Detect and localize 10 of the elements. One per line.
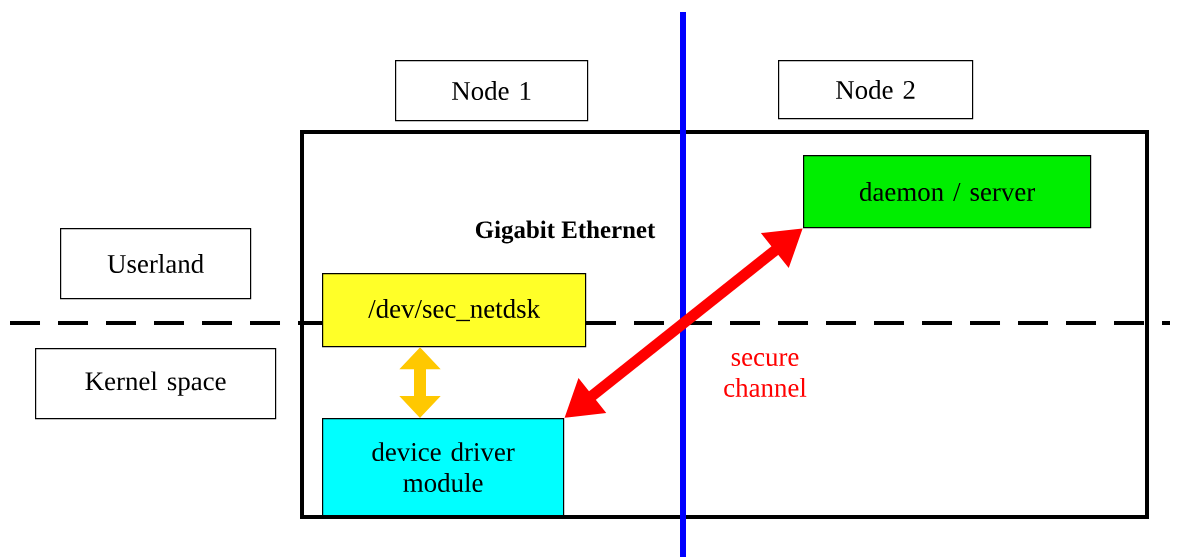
- device-file-box: /dev/sec_netdsk: [322, 273, 587, 348]
- edge-label: secure channel: [724, 353, 807, 397]
- node-frame: [300, 130, 1149, 519]
- network-label: Gigabit Ethernet: [475, 220, 656, 244]
- label-box: Userland: [60, 228, 252, 300]
- daemon-box: daemon / server: [803, 155, 1092, 229]
- driver-box: device driver module: [322, 418, 565, 517]
- label-box: Node 1: [395, 60, 589, 122]
- label-box: Kernel space: [35, 348, 277, 420]
- label-box: Node 2: [778, 60, 974, 120]
